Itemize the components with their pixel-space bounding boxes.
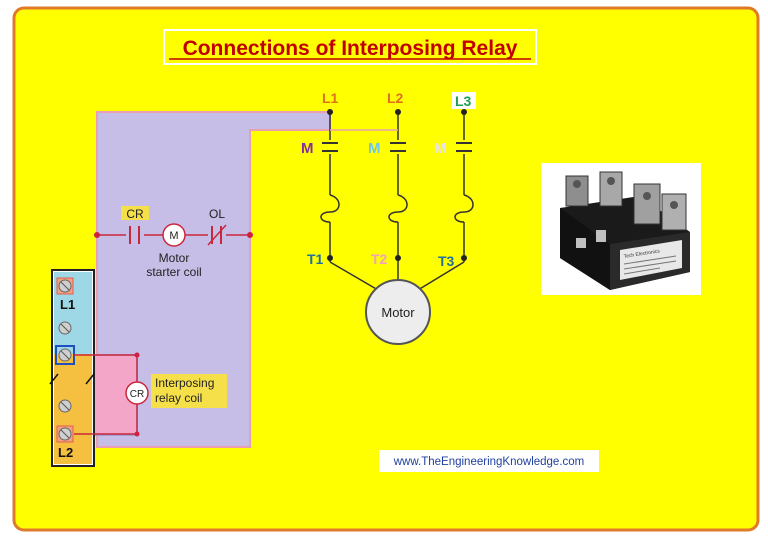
power-node xyxy=(327,255,333,261)
interposing-relay-coil xyxy=(125,381,149,405)
relay-brand-text: Tech Electronics xyxy=(623,248,660,260)
power-node xyxy=(461,109,467,115)
motor-label: Motor xyxy=(381,305,415,320)
power-node xyxy=(395,109,401,115)
power-node xyxy=(327,109,333,115)
terminal-label-t1: T1 xyxy=(307,251,324,267)
terminal-label-t3: T3 xyxy=(438,253,455,269)
terminal-label-t2: T2 xyxy=(371,251,388,267)
contact-label-m1: M xyxy=(301,140,314,157)
overload-heater xyxy=(388,194,408,223)
relay-coil-symbol: CR xyxy=(130,389,144,400)
power-node xyxy=(461,255,467,261)
line-label-l3: L3 xyxy=(455,93,472,109)
contact-label-m2: M xyxy=(368,140,381,157)
break-mark xyxy=(49,373,59,385)
control-node xyxy=(134,352,140,358)
line-label-l1: L1 xyxy=(322,90,339,106)
control-node xyxy=(247,232,253,238)
terminal-screw xyxy=(58,321,72,335)
overload-heater xyxy=(454,194,474,223)
overload-heater xyxy=(320,194,340,223)
website-text: www.TheEngineeringKnowledge.com xyxy=(393,456,585,468)
cr-contact-label: CR xyxy=(126,207,144,221)
contact-label-m3: M xyxy=(434,140,447,157)
terminal-screw xyxy=(58,399,72,413)
power-node xyxy=(395,255,401,261)
motor-coil-label-1: Motor xyxy=(159,251,190,265)
terminal-l2-label: L2 xyxy=(58,445,73,460)
control-node xyxy=(134,431,140,437)
motor xyxy=(365,279,431,345)
break-mark xyxy=(85,373,95,385)
website-box xyxy=(379,450,599,472)
terminal-l1-label: L1 xyxy=(60,297,75,312)
control-node xyxy=(94,232,100,238)
page-title: Connections of Interposing Relay xyxy=(183,37,518,60)
motor-starter-coil xyxy=(162,223,186,247)
relay-photo: Tech Electronics xyxy=(541,163,701,295)
ol-contact-label: OL xyxy=(209,207,225,221)
terminal-screw xyxy=(56,277,74,295)
motor-coil-symbol: M xyxy=(169,230,178,242)
terminal-screw xyxy=(56,425,74,443)
relay-coil-label-1: Interposing xyxy=(155,376,214,390)
main-contact xyxy=(389,140,407,154)
main-contact xyxy=(321,140,339,154)
motor-coil-label-2: starter coil xyxy=(146,265,201,279)
line-label-l2: L2 xyxy=(387,90,404,106)
relay-coil-label-2: relay coil xyxy=(155,391,202,405)
main-contact xyxy=(455,140,473,154)
